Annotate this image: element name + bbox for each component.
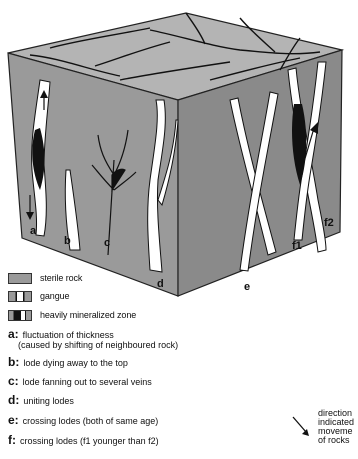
legend-gangue-label: gangue bbox=[40, 291, 69, 301]
label-c: c bbox=[104, 237, 110, 249]
label-a: a bbox=[30, 225, 37, 237]
key-f-letter: f: bbox=[8, 433, 16, 447]
label-d: d bbox=[157, 278, 164, 290]
key-a-letter: a: bbox=[8, 327, 19, 341]
direction-arrow-icon bbox=[293, 417, 309, 436]
sterile-rock-swatch bbox=[8, 273, 32, 284]
label-e: e bbox=[244, 281, 250, 293]
key-b: b: lode dying away to the top bbox=[8, 357, 128, 368]
label-f2: f2 bbox=[324, 217, 334, 229]
gangue-swatch bbox=[8, 291, 32, 302]
label-f1: f1 bbox=[292, 240, 302, 252]
key-d: d: uniting lodes bbox=[8, 395, 74, 406]
key-e: e: crossing lodes (both of same age) bbox=[8, 415, 158, 426]
key-b-text: lode dying away to the top bbox=[23, 358, 128, 368]
key-d-text: uniting lodes bbox=[23, 396, 74, 406]
legend-sterile-rock: sterile rock bbox=[8, 271, 82, 285]
key-b-letter: b: bbox=[8, 355, 19, 369]
legend-sterile-rock-label: sterile rock bbox=[40, 273, 82, 283]
legend-mineralized-label: heavily mineralized zone bbox=[40, 310, 136, 320]
legend-mineralized: heavily mineralized zone bbox=[8, 308, 136, 322]
key-e-letter: e: bbox=[8, 413, 19, 427]
mineralized-swatch bbox=[8, 310, 32, 321]
key-c: c: lode fanning out to several veins bbox=[8, 376, 152, 387]
key-f: f: crossing lodes (f1 younger than f2) bbox=[8, 435, 159, 446]
key-a-subtext: (caused by shifting of neighboured rock) bbox=[18, 340, 178, 350]
key-f-text: crossing lodes (f1 younger than f2) bbox=[20, 436, 159, 446]
key-d-letter: d: bbox=[8, 393, 19, 407]
legend-gangue: gangue bbox=[8, 289, 69, 303]
key-c-text: lode fanning out to several veins bbox=[23, 377, 152, 387]
key-a-text: fluctuation of thickness bbox=[23, 330, 114, 340]
label-b: b bbox=[64, 235, 71, 247]
key-a: a: fluctuation of thickness bbox=[8, 329, 114, 340]
direction-note: direction indicated moveme of rocks bbox=[318, 409, 354, 445]
key-e-text: crossing lodes (both of same age) bbox=[23, 416, 159, 426]
direction-note-line-4: of rocks bbox=[318, 436, 354, 445]
key-a-subtext-text: (caused by shifting of neighboured rock) bbox=[18, 340, 178, 350]
key-c-letter: c: bbox=[8, 374, 19, 388]
